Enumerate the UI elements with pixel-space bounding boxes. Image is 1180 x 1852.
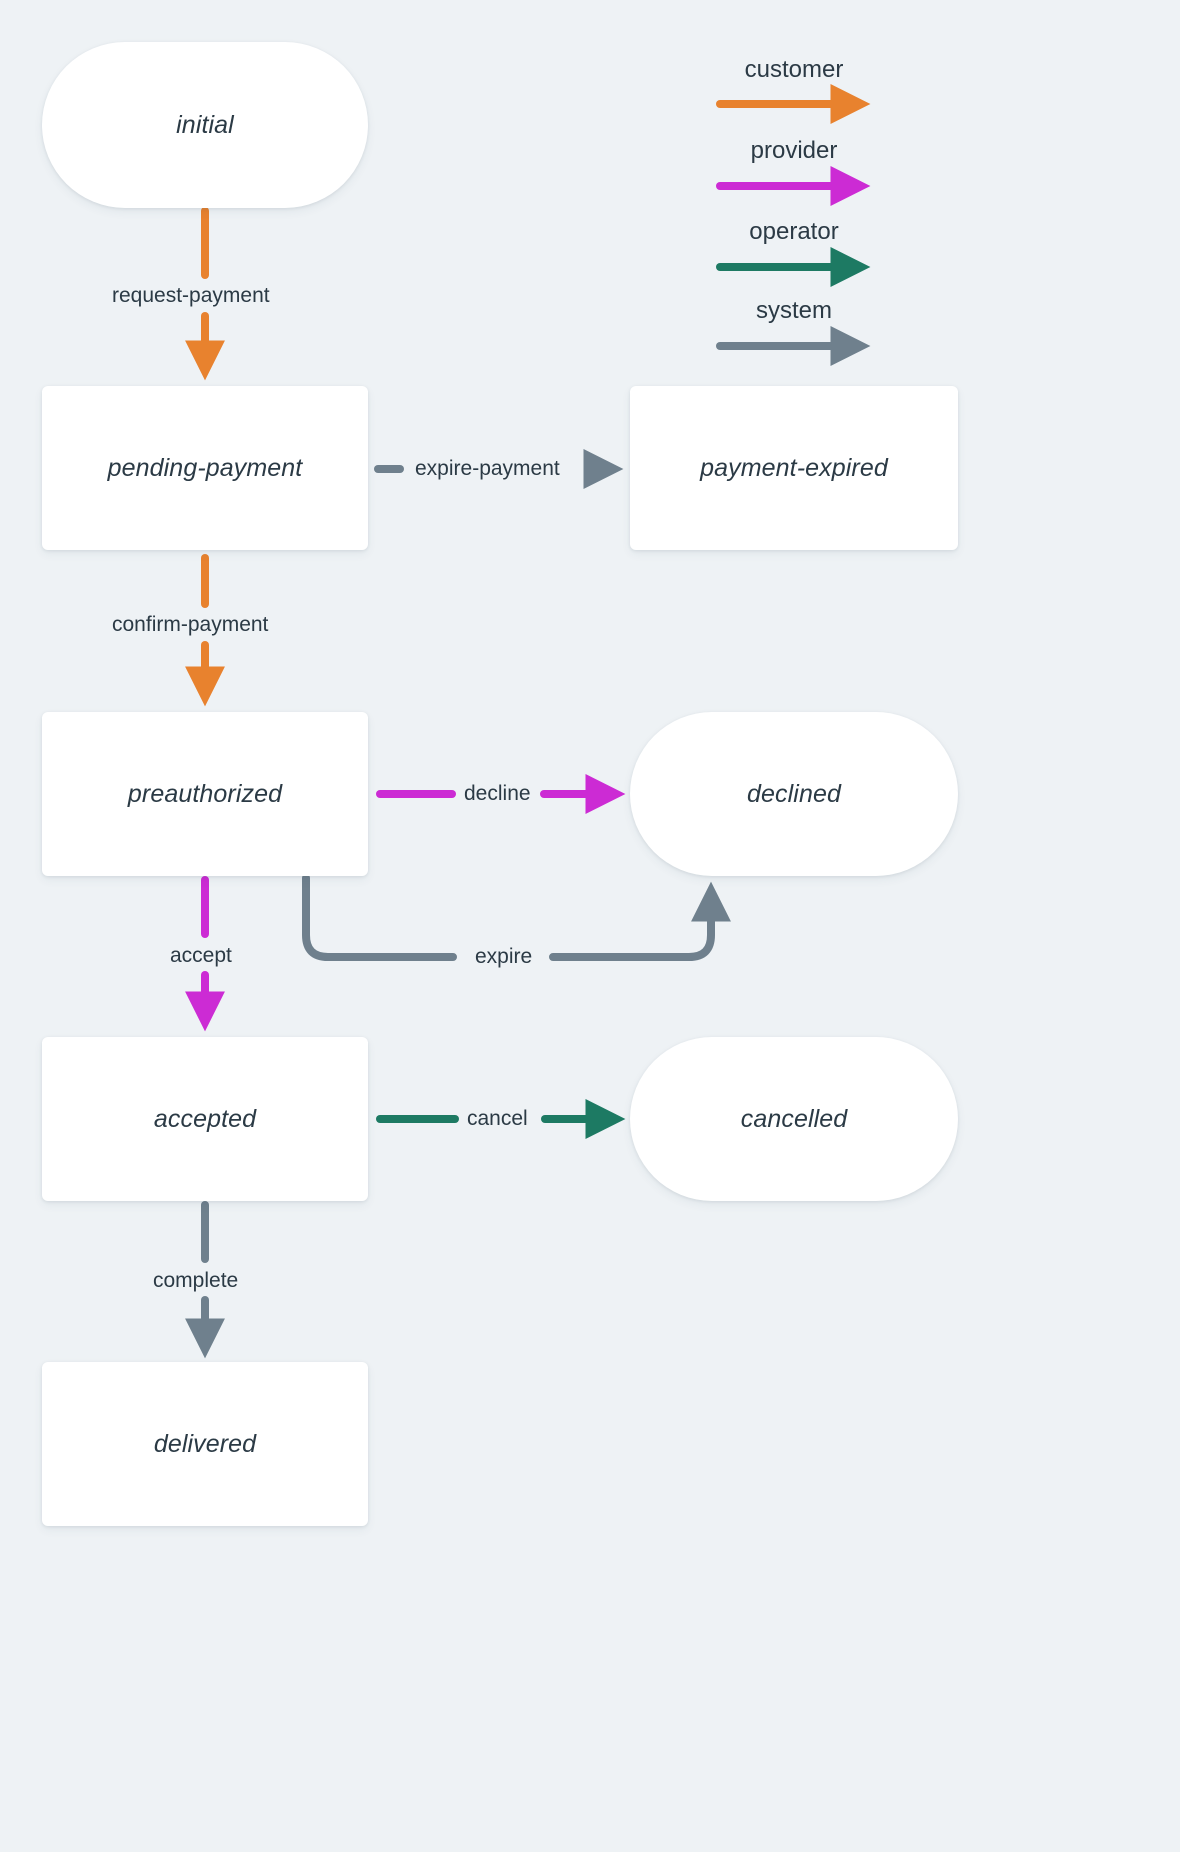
legend-label-provider: provider [750, 137, 838, 164]
state-label-cancelled: cancelled [740, 1104, 848, 1133]
edge-label-decline: decline [459, 783, 536, 804]
state-node-declined[interactable]: declined [630, 712, 958, 876]
state-node-delivered[interactable]: delivered [42, 1362, 368, 1526]
state-node-initial[interactable]: initial [42, 42, 368, 208]
state-label-payment-expired: payment-expired [700, 453, 888, 482]
state-label-accepted: accepted [153, 1104, 257, 1133]
state-label-delivered: delivered [153, 1429, 257, 1458]
edge-label-complete: complete [148, 1270, 244, 1291]
state-label-pending-payment: pending-payment [107, 453, 303, 482]
state-node-cancelled[interactable]: cancelled [630, 1037, 958, 1201]
edge-label-expire-payment: expire-payment [410, 458, 565, 479]
state-label-declined: declined [747, 779, 841, 808]
state-node-payment-expired[interactable]: payment-expired [630, 386, 958, 550]
state-node-pending-payment[interactable]: pending-payment [42, 386, 368, 550]
legend-label-operator: operator [749, 218, 839, 245]
edge-label-cancel: cancel [462, 1108, 533, 1129]
state-node-accepted[interactable]: accepted [42, 1037, 368, 1201]
edge-label-confirm-payment: confirm-payment [107, 614, 274, 635]
state-label-preauthorized: preauthorized [127, 779, 283, 808]
state-label-initial: initial [176, 110, 234, 139]
edge-label-expire: expire [470, 946, 538, 967]
legend-label-customer: customer [744, 56, 844, 83]
edge-label-accept: accept [165, 945, 237, 966]
state-node-preauthorized[interactable]: preauthorized [42, 712, 368, 876]
edge-label-request-payment: request-payment [107, 285, 275, 306]
legend-label-system: system [755, 297, 832, 324]
